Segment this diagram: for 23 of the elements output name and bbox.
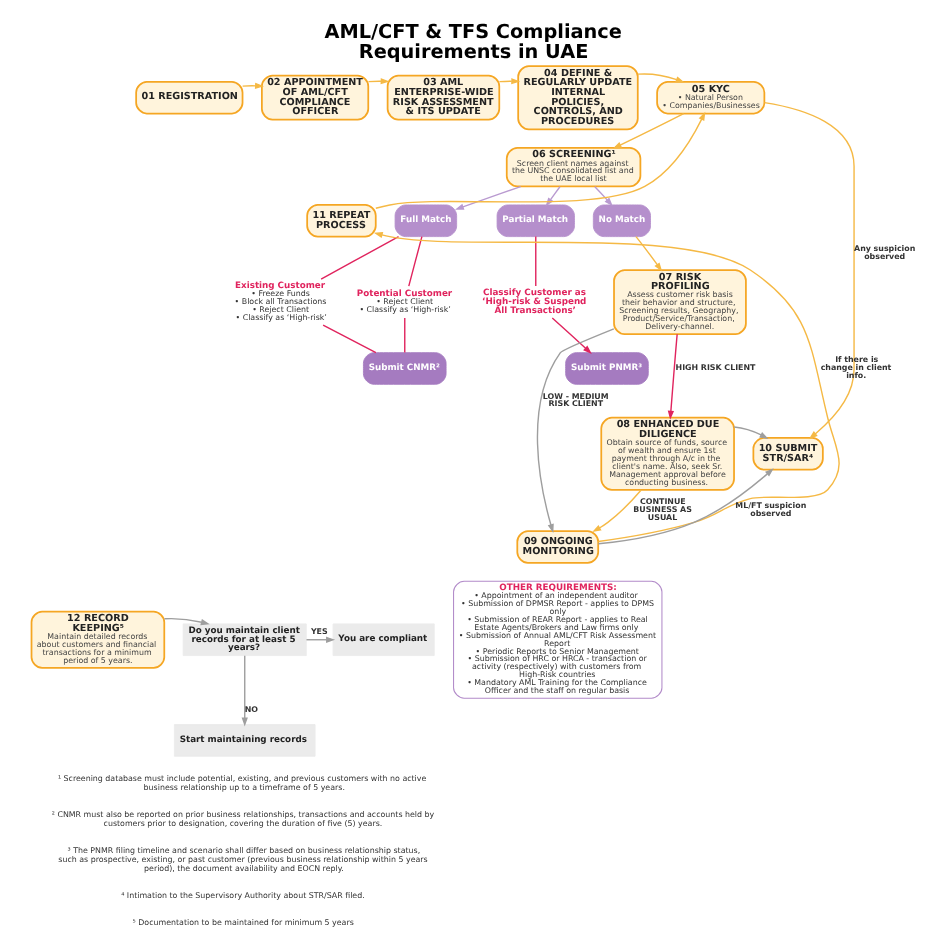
arrow: [594, 186, 613, 207]
arrow: [637, 73, 685, 83]
connector: [404, 317, 406, 354]
connector: [535, 235, 537, 287]
arrow: [551, 317, 592, 354]
arrow: [763, 101, 855, 440]
arrow: [305, 636, 336, 643]
arrow: [667, 333, 678, 420]
arrow: [454, 185, 522, 210]
arrow: [592, 489, 642, 533]
arrow: [241, 654, 248, 727]
connector: [322, 324, 377, 354]
connector: [408, 235, 423, 287]
arrow: [163, 617, 210, 626]
arrow: [597, 468, 774, 545]
arrow: [635, 235, 663, 272]
connector: [320, 235, 400, 280]
arrow: [612, 112, 685, 149]
arrow: [241, 82, 264, 89]
arrow: [733, 426, 769, 439]
arrow: [536, 328, 615, 534]
arrow: [373, 231, 840, 543]
diagram-title: AML/CFT & TFS Compliance Requirements in UAE: [324, 22, 622, 64]
